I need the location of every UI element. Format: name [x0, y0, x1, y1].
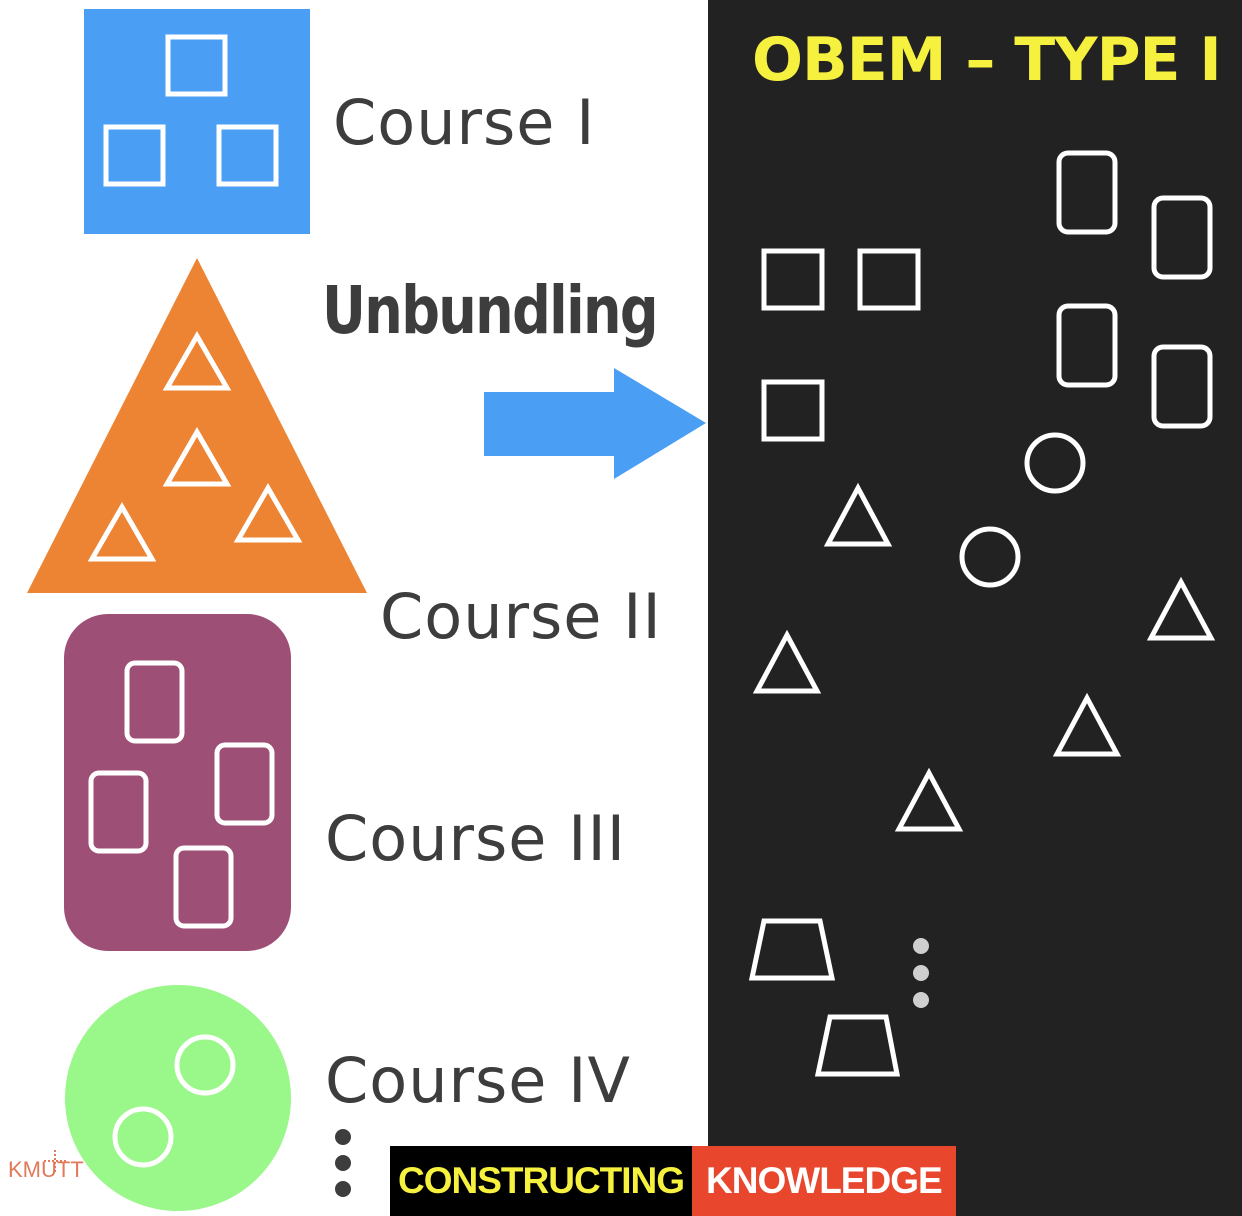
- triangle-icon: [162, 330, 232, 391]
- unbundled-circles: [959, 432, 1086, 588]
- trapezoid-icon: [814, 1014, 901, 1077]
- course-iv-label: Course IV: [325, 1044, 631, 1117]
- circle-icon: [174, 1034, 236, 1096]
- rectangle-icon: [88, 770, 149, 854]
- course-ii-shape: [27, 258, 367, 593]
- unbundled-squares: [761, 248, 921, 442]
- square-icon: [761, 248, 825, 311]
- page-title: OBEM – TYPE I: [752, 25, 1222, 95]
- circle-icon: [959, 526, 1021, 588]
- square-icon: [857, 248, 921, 311]
- course-iv-circle: [65, 985, 291, 1211]
- rectangle-icon: [1056, 150, 1118, 235]
- course-iii-label: Course III: [325, 802, 627, 875]
- circle-icon: [112, 1106, 174, 1168]
- banner: CONSTRUCTING KNOWLEDGE: [390, 1146, 956, 1216]
- unbundled-trapezoids: [748, 918, 901, 1077]
- more-courses-ellipsis-icon: [335, 1129, 351, 1197]
- rectangle-icon: [124, 660, 185, 744]
- course-i-square: [84, 9, 310, 234]
- triangle-icon: [1052, 692, 1122, 757]
- course-ii-triangle: [27, 258, 367, 593]
- rectangle-icon: [173, 845, 234, 929]
- triangle-icon: [752, 629, 822, 694]
- course-iii-rounded-rect: [64, 614, 291, 951]
- triangle-icon: [1146, 576, 1216, 641]
- course-iv-shape: [65, 985, 291, 1211]
- course-iii-shape: [64, 614, 291, 951]
- square-icon: [103, 124, 166, 187]
- unbundling-label: Unbundling: [322, 272, 659, 349]
- banner-right-text: KNOWLEDGE: [692, 1146, 956, 1216]
- course-ii-label: Course II: [380, 580, 662, 653]
- course-i-shape: [84, 9, 310, 234]
- triangle-icon: [87, 501, 157, 562]
- banner-left-text: CONSTRUCTING: [390, 1146, 693, 1216]
- trapezoid-icon: [748, 918, 836, 981]
- unbundled-rectangles: [1056, 150, 1213, 429]
- course-i-label: Course I: [333, 86, 596, 159]
- triangle-icon: [894, 767, 964, 832]
- triangle-icon: [233, 482, 303, 543]
- triangle-icon: [162, 426, 232, 487]
- unbundled-triangles: [752, 482, 1216, 832]
- kmutt-logo: KMUTT: [8, 1157, 84, 1182]
- rectangle-icon: [214, 742, 275, 826]
- more-items-ellipsis-icon: [913, 938, 929, 1008]
- triangle-icon: [823, 482, 893, 547]
- arrow-right-icon: [484, 368, 706, 479]
- rectangle-icon: [1151, 344, 1213, 429]
- circle-icon: [1024, 432, 1086, 494]
- rectangle-icon: [1056, 303, 1118, 388]
- square-icon: [165, 34, 228, 97]
- rectangle-icon: [1151, 195, 1213, 280]
- square-icon: [216, 124, 279, 187]
- square-icon: [761, 379, 825, 442]
